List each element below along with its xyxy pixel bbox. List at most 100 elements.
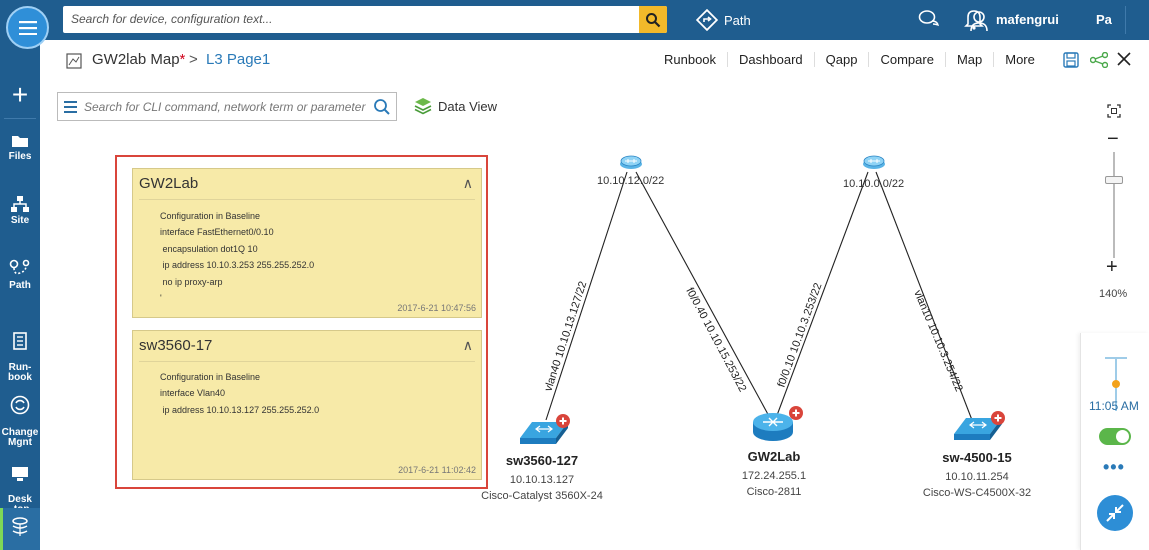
time-label: 11:05 AM [1089, 399, 1139, 413]
rail-divider [4, 118, 36, 119]
modified-marker: * [179, 51, 186, 68]
rail-item-label: Files [8, 151, 32, 162]
live-toggle[interactable] [1099, 428, 1131, 445]
rail-item-layers[interactable] [0, 508, 40, 550]
user-icon[interactable] [968, 9, 990, 33]
top-bar: Search for device, configuration text...… [40, 0, 1149, 40]
search-icon[interactable] [373, 98, 391, 116]
note-config-text: Configuration in Baseline interface Vlan… [160, 372, 320, 415]
overflow-menu-label[interactable]: Pa [1096, 12, 1112, 27]
link-label: f0/0.10 10.10.3.253/22 [776, 281, 825, 389]
toggle-knob [1116, 430, 1129, 443]
data-view-label: Data View [438, 98, 498, 114]
folder-icon [12, 136, 28, 147]
link-label: vlan10 10.10.3.254/22 [911, 288, 965, 393]
zoom-level: 140% [1099, 288, 1128, 300]
rail-item-label: Path [9, 280, 31, 291]
zoom-in-button[interactable]: + [1106, 256, 1118, 278]
link-line[interactable] [875, 171, 973, 421]
menu-dashboard[interactable]: Dashboard [728, 52, 815, 67]
device-ip: 10.10.11.254 [945, 471, 1009, 483]
path-icon [9, 259, 30, 275]
top-icons [918, 8, 984, 30]
link-line[interactable] [635, 171, 771, 419]
global-search-input[interactable]: Search for device, configuration text... [63, 6, 667, 33]
share-icon[interactable] [1090, 52, 1108, 68]
collapse-icon[interactable]: ∧ [462, 337, 473, 353]
note-title: GW2Lab [139, 175, 199, 192]
fit-screen-icon[interactable] [1107, 104, 1121, 118]
menu-runbook[interactable]: Runbook [653, 52, 729, 67]
timeline-marker[interactable] [1112, 380, 1120, 388]
close-icon[interactable] [1117, 52, 1131, 66]
topology-links [545, 171, 973, 421]
rail-item-runbook[interactable]: Run- book [0, 322, 40, 383]
switch-icon[interactable] [520, 414, 570, 444]
hamburger-icon [18, 20, 37, 35]
device-name[interactable]: GW2Lab [747, 449, 801, 464]
device-ip: 172.24.255.1 [741, 470, 807, 482]
collapse-arrows-icon [1106, 504, 1124, 522]
router-icon[interactable] [753, 406, 803, 441]
rail-item-label: Site [10, 215, 30, 226]
rail-item-files[interactable]: Files [0, 133, 40, 162]
config-note[interactable]: GW2Lab ∧ Configuration in Baseline inter… [132, 168, 482, 318]
data-view-button[interactable]: Data View [414, 97, 497, 115]
map-title[interactable]: GW2lab Map* [92, 51, 185, 68]
path-button[interactable]: Path [696, 8, 751, 32]
switch-icon[interactable] [954, 411, 1005, 440]
collapse-panel-button[interactable] [1097, 495, 1133, 531]
menu-more[interactable]: More [1005, 52, 1035, 67]
link-line[interactable] [775, 171, 869, 419]
save-icon[interactable] [1063, 52, 1079, 68]
link-label: f0/0.40 10.10.15.253/22 [683, 286, 748, 394]
network-label: 10.10.12.0/22 [597, 175, 665, 187]
layers-icon [12, 517, 28, 536]
list-icon [64, 101, 77, 113]
cli-search-input[interactable]: Search for CLI command, network term or … [57, 92, 397, 121]
rail-item-site[interactable]: Site [0, 195, 40, 226]
map-icon [66, 53, 82, 69]
rail-item-path[interactable]: Path [0, 258, 40, 291]
note-timestamp: 2017-6-21 10:47:56 [397, 303, 476, 313]
path-label: Path [724, 12, 751, 28]
rail-item-label: Run- book [8, 362, 32, 383]
rail-item-change-mgnt[interactable]: Change Mgnt [0, 385, 40, 448]
zoom-out-button[interactable]: − [1107, 128, 1119, 150]
main-menu-button[interactable] [6, 6, 49, 49]
search-icon [646, 12, 661, 27]
menu-qapp[interactable]: Qapp [815, 52, 870, 67]
zoom-slider-track[interactable] [1113, 152, 1115, 258]
device-name[interactable]: sw-4500-15 [942, 450, 1012, 465]
network-cloud-icon[interactable] [620, 155, 642, 169]
menu-map[interactable]: Map [946, 52, 995, 67]
page-name[interactable]: L3 Page1 [206, 51, 271, 68]
network-cloud-icon[interactable] [863, 155, 885, 169]
network-label: 10.10.0.0/22 [843, 178, 905, 190]
collapse-icon[interactable]: ∧ [462, 175, 473, 191]
map-name: GW2lab Map [92, 51, 180, 68]
link-line[interactable] [545, 171, 628, 421]
title-row: GW2lab Map* > L3 Page1 Runbook Dashboard… [40, 40, 1149, 80]
bell-icon[interactable] [964, 8, 984, 30]
device-model: Cisco-2811 [746, 486, 802, 498]
chat-icon[interactable] [918, 9, 940, 29]
breadcrumb-separator: > [189, 51, 198, 68]
cli-search-placeholder: Search for CLI command, network term or … [84, 100, 366, 114]
time-panel: 11:05 AM ••• [1080, 333, 1149, 550]
change-icon [10, 395, 30, 415]
new-button[interactable]: + [11, 79, 29, 110]
more-options-icon[interactable]: ••• [1103, 457, 1125, 477]
device-name[interactable]: sw3560-127 [505, 453, 579, 468]
topbar-divider [1125, 6, 1126, 34]
site-icon [11, 196, 29, 212]
user-name[interactable]: mafengrui [996, 12, 1059, 27]
zoom-slider-thumb[interactable] [1105, 176, 1123, 184]
desktop-icon [12, 467, 28, 481]
device-model: Cisco-WS-C4500X-32 [922, 487, 1032, 499]
search-button[interactable] [639, 6, 667, 33]
config-note[interactable]: sw3560-17 ∧ Configuration in Baseline in… [132, 330, 482, 480]
layers-icon [414, 98, 432, 115]
menu-compare[interactable]: Compare [869, 52, 946, 67]
rail-item-desktop[interactable]: Desk -top [0, 456, 40, 515]
